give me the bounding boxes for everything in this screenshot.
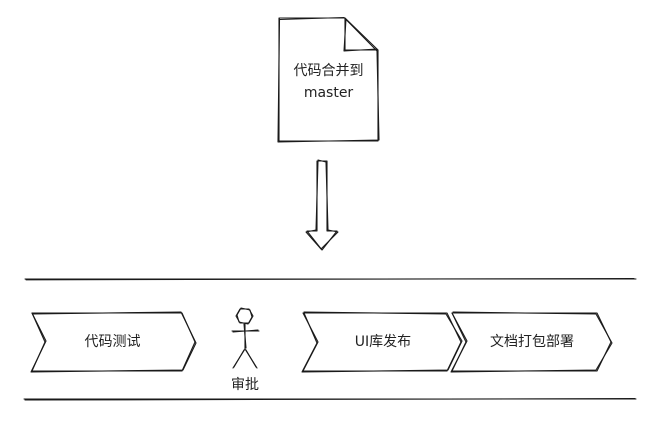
approver-person-icon[interactable] (231, 307, 260, 369)
stage-docs-deploy-chevron[interactable] (450, 311, 613, 373)
lane-top-divider (24, 278, 637, 281)
stage-test-label: 代码测试 (84, 334, 141, 350)
stage-ui-release-label: UI库发布 (354, 334, 412, 350)
merge-document-node[interactable] (277, 16, 380, 143)
document-label-line2: master (303, 85, 354, 101)
document-label: 代码合并到 master (279, 60, 378, 104)
stage-docs-deploy-label: 文档打包部署 (490, 334, 574, 350)
document-label-line1: 代码合并到 (293, 63, 364, 79)
approver-label: 审批 (231, 377, 259, 393)
down-arrow-icon (305, 159, 339, 251)
stage-ui-release-chevron[interactable] (301, 311, 463, 373)
lane-bottom-divider (23, 398, 637, 401)
stage-test-chevron[interactable] (30, 311, 197, 373)
